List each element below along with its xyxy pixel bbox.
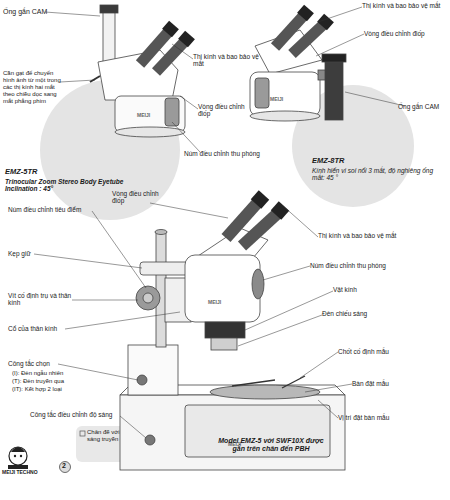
part-label: Núm điều chỉnh tiêu điểm (8, 206, 81, 213)
part-label: Bàn đặt mẫu (352, 380, 389, 387)
brand-mark: MEIJI (137, 113, 150, 119)
part-label: Đèn chiếu sáng (322, 310, 367, 317)
model-name: EMZ-5TR (5, 168, 38, 177)
part-label: Thị kính và bao bảo vệ mắt (318, 232, 396, 239)
leader-line (34, 7, 405, 438)
model-badge-circle: EMZ-8TRKính hiển vi soi nổi 3 mắt, độ ng… (292, 85, 414, 207)
caption: Model EMZ-5 với SWF10X được gắn trên châ… (212, 437, 330, 453)
logo-figure (8, 447, 71, 473)
switch-option: (IT): Kết hợp 2 loại (12, 386, 62, 393)
part-label: Vòng điều chỉnh điốp (364, 30, 448, 37)
switch-option: (I): Đèn ngẫu nhiên (12, 370, 63, 377)
part-label: Thị kính và bao bảo vệ mắt (193, 53, 263, 68)
part-label: Vít cố định trụ và thân kính (8, 292, 74, 307)
switch-option: (T): Đèn truyền qua (12, 378, 64, 385)
lever-note: Cần gạt để chuyển hình ảnh từ một trong … (3, 70, 63, 104)
switch-label: Công tắc chọn (8, 360, 50, 367)
part-label: Cổ của thân kính (8, 325, 57, 332)
part-label: Chốt cố định mẫu (338, 348, 389, 355)
part-label: Vòng điều chỉnh điốp (198, 103, 258, 118)
part-label: Vòng điều chỉnh điốp (112, 190, 170, 205)
part-label: Núm điều chỉnh thu phóng (184, 150, 260, 157)
note-panel: Chân đế với bộ biến đổi và đèn chiếu sán… (76, 426, 200, 462)
part-label: Vị trí đặt bàn mẫu (338, 414, 389, 421)
part-label: Thị kính và bao bảo vệ mắt (362, 2, 442, 9)
model-description: Kính hiển vi soi nổi 3 mắt, độ nghiêng ố… (312, 167, 442, 182)
page-number: 2 (62, 462, 66, 470)
part-label: Núm điều chỉnh thu phóng (310, 262, 386, 269)
brand-mark: MEIJI (270, 97, 283, 103)
model-badge-circle: EMZ-5TRTrinocular Zoom Stereo Body Eyetu… (40, 80, 180, 220)
brand-mark: MEIJI (208, 300, 221, 306)
model-description: Chân đế với bộ biến đổi và đèn chiếu sán… (87, 429, 197, 443)
part-label: Vật kính (333, 286, 357, 293)
part-label: Ống gắn CAM (398, 103, 439, 110)
part-label: Công tắc điều chỉnh độ sáng (30, 411, 112, 418)
part-label: Kẹp giữ (8, 250, 31, 257)
model-name: EMZ-8TR (312, 157, 345, 166)
logo-text: MEIJI TECHNO (2, 470, 38, 476)
part-label: Ống gắn CAM (3, 8, 47, 16)
